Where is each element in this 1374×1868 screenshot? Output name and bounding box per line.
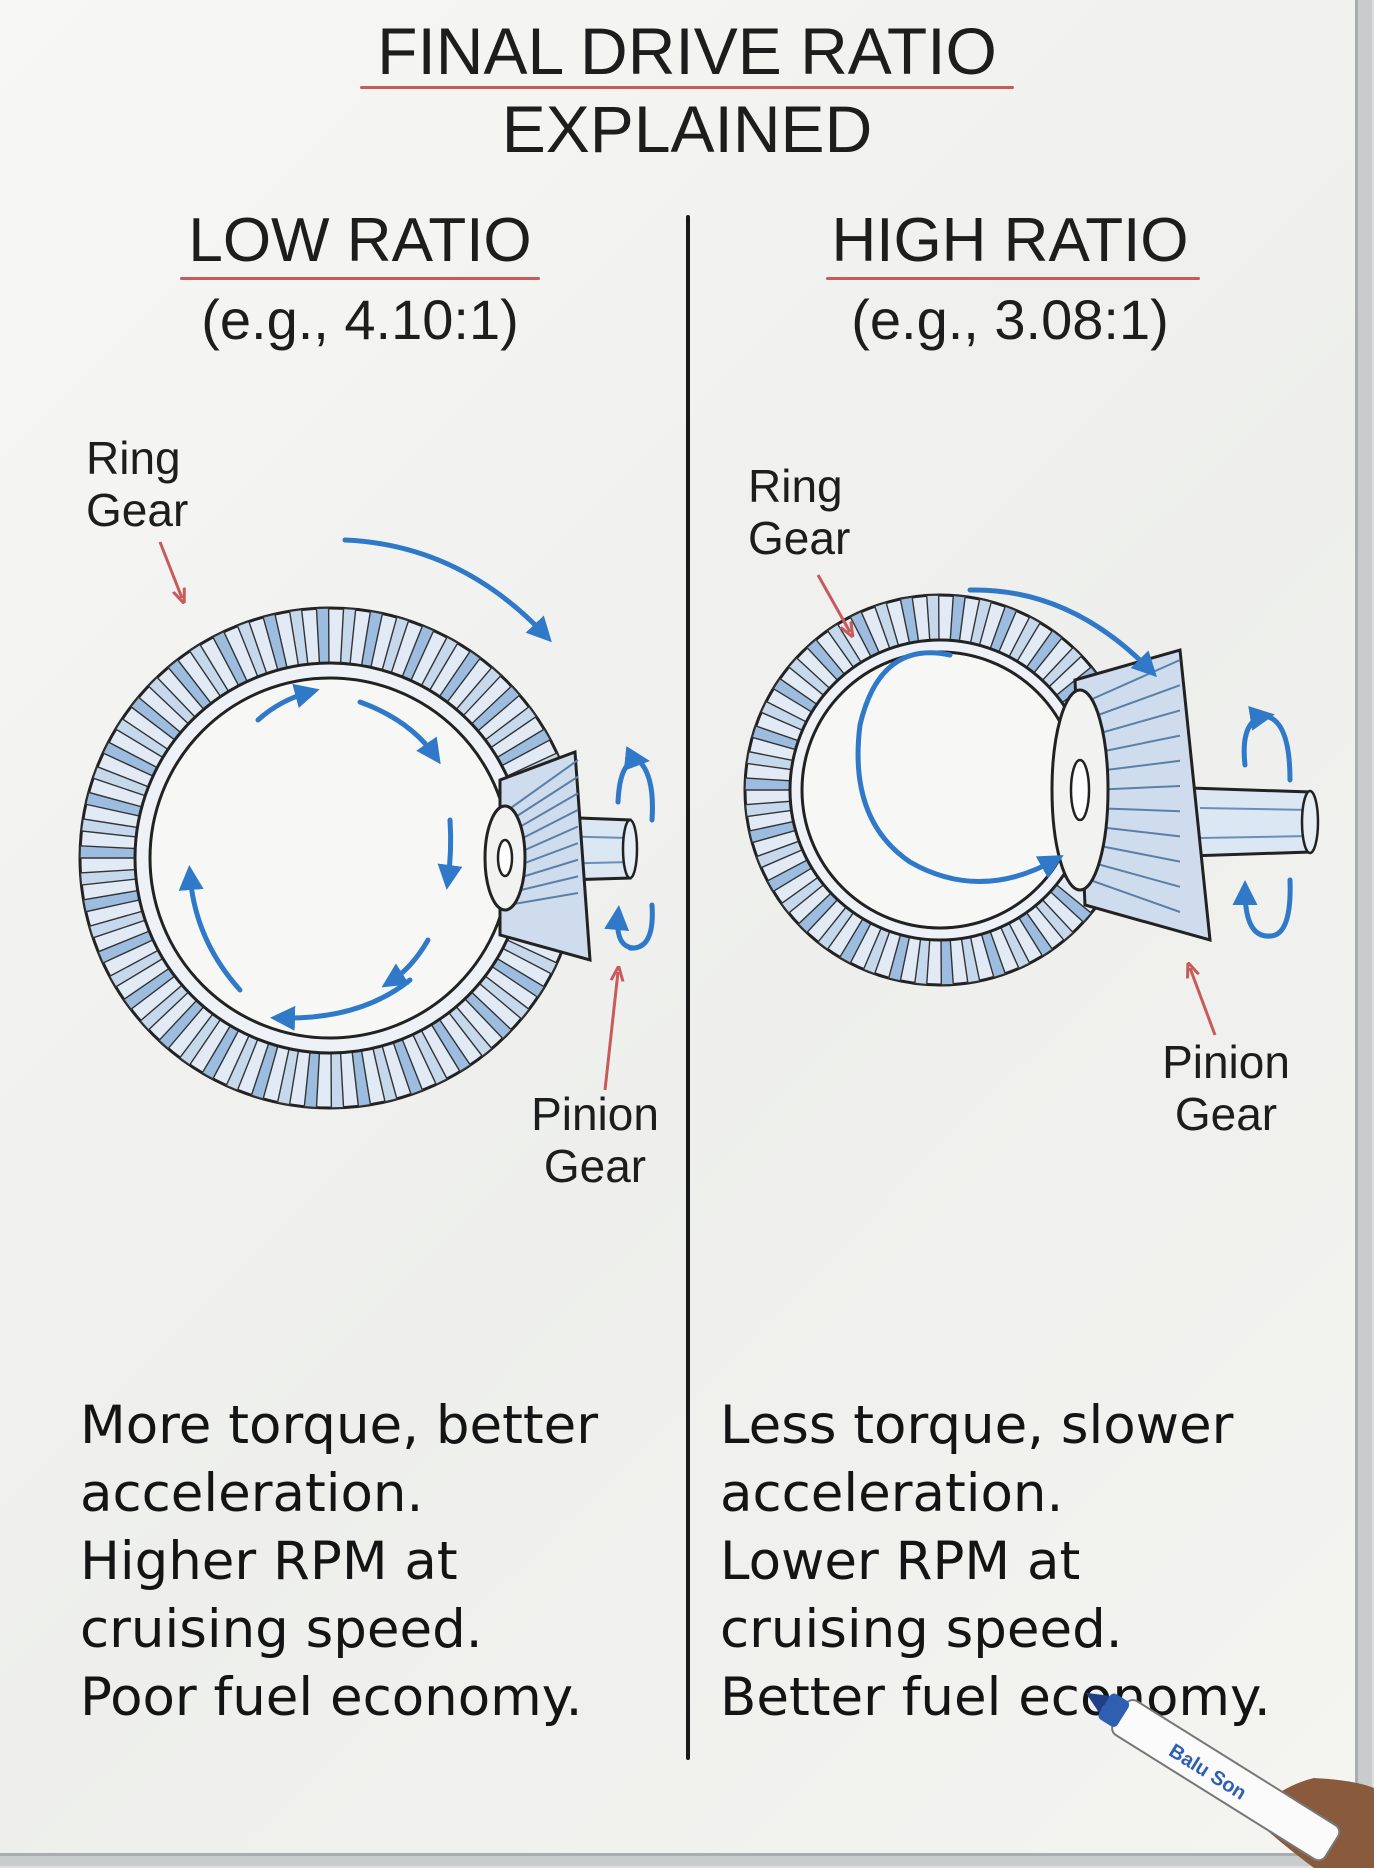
left-ring-gear (78, 606, 582, 1110)
right-pinion-gear-label: Pinion Gear (1146, 1036, 1306, 1140)
right-notes: Less torque, slower acceleration. Lower … (720, 1392, 1271, 1732)
left-ring-gear-label: Ring Gear (86, 432, 188, 536)
title-underline (360, 86, 1014, 89)
left-example: (e.g., 4.10:1) (201, 288, 519, 351)
right-pinion-gear (1050, 648, 1320, 943)
low-ratio-gear-diagram (78, 537, 655, 1110)
right-outer-rotation-arrow (967, 587, 1157, 678)
left-pinion-spin-arrows (604, 746, 655, 951)
right-ring-gear (743, 593, 1137, 987)
right-note-line-3: Lower RPM at (720, 1531, 1081, 1592)
left-notes: More torque, better acceleration. Higher… (80, 1392, 598, 1732)
right-note-line-4: cruising speed. (720, 1599, 1123, 1660)
left-note-line-2: acceleration. (80, 1463, 424, 1524)
left-heading-underline (180, 277, 540, 280)
right-note-line-1: Less torque, slower (720, 1395, 1234, 1456)
left-note-line-5: Poor fuel economy. (80, 1667, 583, 1728)
right-heading-underline (826, 277, 1200, 280)
high-ratio-gear-diagram (743, 574, 1320, 1036)
page-title-line2: EXPLAINED (501, 92, 873, 166)
left-note-line-4: cruising speed. (80, 1599, 483, 1660)
left-note-line-1: More torque, better (80, 1395, 599, 1456)
right-example: (e.g., 3.08:1) (851, 288, 1169, 351)
page-title-line1: FINAL DRIVE RATIO (377, 14, 997, 88)
right-pinion-pointer (1190, 968, 1217, 1036)
right-ring-label-line1: Ring (748, 460, 843, 512)
left-outer-rotation-arrow (342, 537, 552, 643)
left-pinion-pointer (603, 972, 618, 1091)
left-ring-label-line2: Gear (86, 484, 189, 536)
right-ring-pointer (816, 574, 850, 632)
left-ring-label-line1: Ring (86, 432, 181, 484)
right-note-line-5: Better fuel economy. (720, 1667, 1271, 1728)
left-pinion-label-line1: Pinion (531, 1088, 659, 1140)
right-inner-rotation-arrow (855, 650, 1064, 884)
left-pinion-gear (483, 749, 639, 963)
right-pinion-label-line1: Pinion (1162, 1036, 1290, 1088)
left-pinion-label-line2: Gear (543, 1140, 647, 1192)
left-note-line-3: Higher RPM at (80, 1531, 458, 1592)
left-pinion-gear-label: Pinion Gear (515, 1088, 675, 1192)
left-heading: LOW RATIO (188, 206, 532, 275)
center-divider (686, 215, 690, 1760)
marker-pen: Balu Son (1085, 1692, 1374, 1868)
right-ring-label-line2: Gear (748, 512, 851, 564)
left-ring-pointer (158, 541, 182, 598)
right-pinion-label-line2: Gear (1174, 1088, 1278, 1140)
right-pinion-spin-arrows (1232, 706, 1293, 939)
right-heading: HIGH RATIO (831, 206, 1189, 275)
left-inner-rotation-arrows (178, 683, 463, 1031)
right-ring-gear-label: Ring Gear (748, 460, 850, 564)
right-note-line-2: acceleration. (720, 1463, 1064, 1524)
